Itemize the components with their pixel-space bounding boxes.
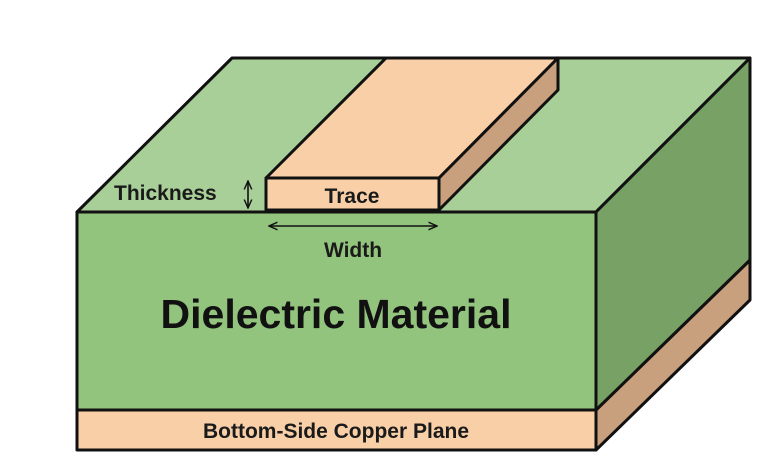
thickness-label: Thickness [114, 182, 217, 205]
copper-plane-label: Bottom-Side Copper Plane [203, 420, 469, 443]
width-label: Width [324, 239, 382, 262]
dielectric-label: Dielectric Material [161, 291, 512, 337]
copper-plane-front [75, 408, 598, 452]
trace-label: Trace [325, 185, 380, 208]
dielectric-front-face [75, 210, 598, 412]
trace-front-face [264, 176, 441, 212]
